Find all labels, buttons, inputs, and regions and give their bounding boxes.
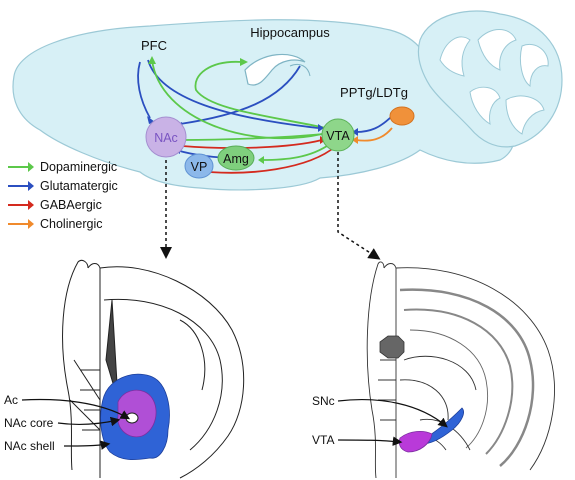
glu-pptg-to-vta	[355, 115, 393, 133]
legend-item-gabaergic: GABAergic	[8, 198, 102, 212]
vta-label: VTA	[326, 129, 350, 143]
nuclei: NAc VP Amg VTA	[145, 106, 415, 179]
nac-shell-label: NAc shell	[4, 439, 55, 453]
hippocampus-label: Hippocampus	[250, 25, 330, 40]
snc-label: SNc	[312, 394, 335, 408]
legend-item-dopaminergic: Dopaminergic	[8, 160, 117, 174]
svg-text:Glutamatergic: Glutamatergic	[40, 179, 118, 193]
vta-node	[321, 118, 355, 152]
amg-node	[217, 145, 255, 171]
left-coronal-section	[62, 259, 245, 479]
right-section-labels: SNc VTA	[312, 394, 448, 447]
ac-label: Ac	[4, 393, 18, 407]
nac-label: NAc	[154, 131, 178, 145]
left-section-labels: Ac NAc core NAc shell	[4, 393, 131, 453]
da-vta-to-pfc	[151, 59, 323, 140]
nac-core-label: NAc core	[4, 416, 54, 430]
left-ventricle	[105, 299, 119, 401]
ach-pptg-to-vta	[355, 127, 393, 142]
sagittal-brain	[12, 10, 563, 191]
svg-text:Dopaminergic: Dopaminergic	[40, 160, 117, 174]
pathways	[137, 59, 393, 174]
hippocampus-structure	[244, 53, 306, 86]
nac-node	[145, 116, 187, 158]
vp-node	[184, 153, 214, 179]
glu-pfc-to-nac	[137, 61, 151, 119]
vta-section-label: VTA	[312, 433, 334, 447]
svg-text:Cholinergic: Cholinergic	[40, 217, 103, 231]
vta-region	[398, 430, 433, 453]
right-coronal-section	[366, 261, 555, 479]
da-vta-to-amg	[261, 143, 331, 161]
vp-label: VP	[191, 160, 208, 174]
da-vta-to-hippo	[194, 61, 327, 129]
amg-label: Amg	[223, 152, 249, 166]
glu-hippo-to-nac	[179, 65, 301, 125]
nac-core-region	[117, 389, 157, 438]
svg-text:GABAergic: GABAergic	[40, 198, 102, 212]
da-vta-to-nac	[181, 133, 325, 141]
gaba-nac-to-vta	[181, 139, 323, 149]
right-section-outline	[366, 261, 555, 479]
pfc-label: PFC	[141, 38, 167, 53]
aqueduct-hexagon	[379, 335, 405, 359]
pptg-node	[389, 106, 415, 126]
left-section-outline	[62, 259, 245, 479]
brain-outline	[12, 19, 516, 191]
legend: Dopaminergic Glutamatergic GABAergic Cho…	[8, 160, 118, 231]
pointer-vta-to-section	[337, 152, 381, 260]
legend-item-cholinergic: Cholinergic	[8, 217, 103, 231]
pptg-label: PPTg/LDTg	[340, 85, 408, 100]
legend-item-glutamatergic: Glutamatergic	[8, 179, 118, 193]
cerebellar-folia	[439, 29, 549, 135]
nac-regions	[100, 373, 170, 461]
